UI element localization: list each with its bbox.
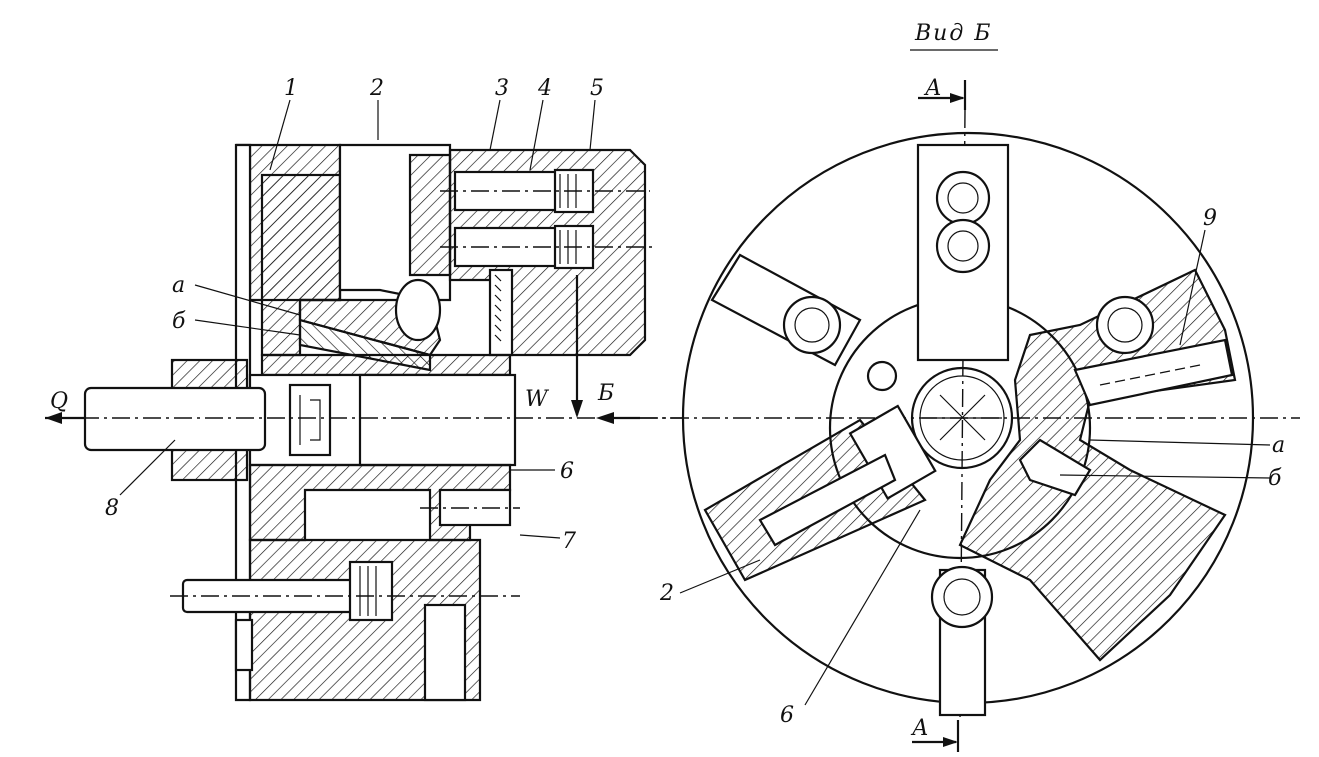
jaw-tip-b	[1018, 438, 1092, 497]
lower-bolt-head	[348, 560, 394, 622]
view-b: Вид Б А А	[640, 21, 1300, 752]
bore-cavity	[358, 373, 517, 467]
callout-b-right: б	[1268, 466, 1282, 491]
jaw-top-screw2	[935, 218, 991, 274]
callout-2: 2	[369, 76, 384, 101]
callout-a: а	[172, 273, 185, 298]
section-marker-top: А	[923, 76, 942, 101]
callout-8: 8	[105, 496, 119, 521]
force-w-label: W	[525, 387, 550, 412]
callout-a-right: а	[1272, 433, 1285, 458]
roller	[394, 278, 442, 342]
threaded-column	[488, 268, 514, 357]
bottom-screw	[930, 565, 994, 629]
jaw-top-screw1	[935, 170, 991, 226]
callout-4: 4	[537, 76, 552, 101]
pin	[866, 360, 898, 392]
section-marker-bottom: А	[910, 716, 929, 741]
lower-slot	[423, 603, 467, 702]
jaw-left-slot	[758, 453, 897, 547]
callout-7: 7	[562, 529, 576, 554]
callout-b: б	[172, 309, 186, 334]
spring-part-9	[1073, 338, 1234, 407]
plate-tab	[234, 618, 254, 672]
force-q-label: Q	[50, 389, 68, 414]
callout-3: 3	[495, 76, 509, 101]
callout-9: 9	[1203, 206, 1217, 231]
clamp-head	[288, 383, 332, 457]
collar	[260, 353, 512, 377]
view-marker-label: Б	[597, 381, 614, 406]
section-view: 1 2 3 4 5 а б 8 6 7 Q W Б	[45, 76, 700, 702]
right-screw	[1095, 295, 1155, 355]
callout-5: 5	[590, 76, 604, 101]
wedge-block	[408, 153, 452, 277]
callout-2-right: 2	[659, 581, 674, 606]
callout-6-right: 6	[780, 703, 794, 728]
upper-left-screw	[782, 295, 842, 355]
callout-6: 6	[560, 459, 574, 484]
housing-upper	[260, 173, 342, 302]
view-title: Вид Б	[914, 21, 992, 46]
callout-1: 1	[284, 76, 298, 101]
